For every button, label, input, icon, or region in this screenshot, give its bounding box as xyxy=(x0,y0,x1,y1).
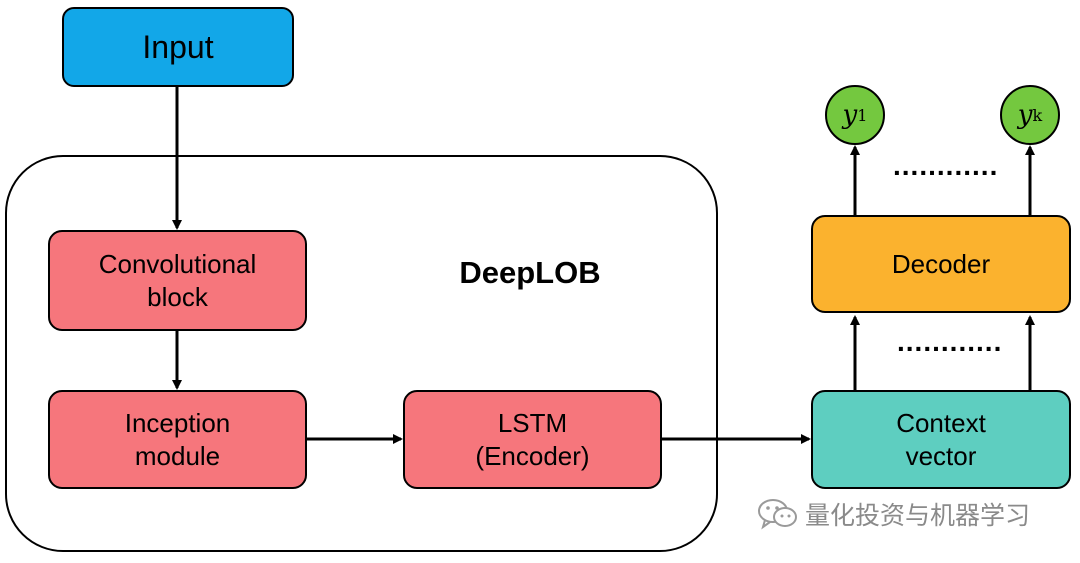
decoder-node: Decoder xyxy=(811,215,1071,313)
context-label-line2: vector xyxy=(905,440,977,471)
decoder-label: Decoder xyxy=(891,248,991,279)
convolutional-block-node: Convolutional block xyxy=(48,230,307,331)
inception-label-line2: module xyxy=(134,440,221,471)
yk-base: y xyxy=(1017,100,1033,130)
watermark: 量化投资与机器学习 xyxy=(757,496,1030,532)
watermark-text: 量化投资与机器学习 xyxy=(805,502,1031,530)
lstm-label-line2: (Encoder) xyxy=(475,440,590,471)
lstm-label-line1: LSTM xyxy=(497,408,568,438)
group-title: DeepLOB xyxy=(459,255,601,290)
conv-label-line2: block xyxy=(147,281,208,312)
conv-label-line1: Convolutional xyxy=(98,249,257,279)
inception-module-node: Inception module xyxy=(48,390,307,489)
input-node: Input xyxy=(62,7,294,87)
lstm-encoder-node: LSTM (Encoder) xyxy=(403,390,662,489)
ellipsis-steps: ............ xyxy=(897,326,1003,357)
yk-subscript: k xyxy=(1032,105,1043,125)
y1-base: y xyxy=(842,100,858,130)
context-vector-node: Context vector xyxy=(811,390,1071,489)
context-label-line1: Context xyxy=(896,408,986,438)
ellipsis-outputs: ............ xyxy=(893,150,999,181)
y1-subscript: 1 xyxy=(857,105,868,125)
wechat-icon xyxy=(758,499,797,530)
input-label: Input xyxy=(142,29,214,65)
inception-label-line1: Inception xyxy=(124,408,231,438)
